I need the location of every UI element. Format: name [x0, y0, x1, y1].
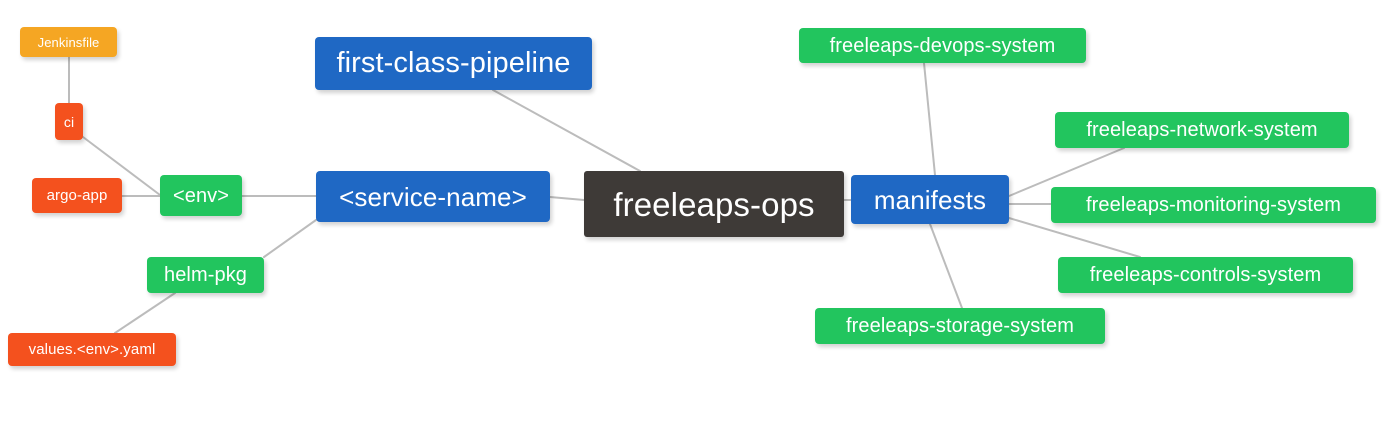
edge-manifests-to-devops-system — [923, 62, 936, 176]
node-values-yaml[interactable]: values.<env>.yaml — [8, 333, 176, 366]
node-label: Jenkinsfile — [37, 34, 100, 50]
node-label: freeleaps-controls-system — [1089, 264, 1322, 286]
node-env[interactable]: <env> — [160, 175, 242, 216]
node-label: freeleaps-ops — [613, 185, 815, 223]
edge-ci-to-env — [82, 136, 161, 196]
node-storage-system[interactable]: freeleaps-storage-system — [815, 308, 1105, 344]
node-label: freeleaps-devops-system — [829, 34, 1056, 57]
node-network-system[interactable]: freeleaps-network-system — [1055, 112, 1349, 148]
node-argo-app[interactable]: argo-app — [32, 178, 122, 213]
node-helm-pkg[interactable]: helm-pkg — [147, 257, 264, 293]
edge-service-name-to-helm-pkg — [263, 219, 317, 258]
node-jenkinsfile[interactable]: Jenkinsfile — [20, 27, 117, 57]
node-devops-system[interactable]: freeleaps-devops-system — [799, 28, 1086, 63]
edge-service-name-to-freeleaps-ops — [549, 196, 585, 201]
node-label: values.<env>.yaml — [28, 341, 156, 358]
node-label: <service-name> — [339, 181, 527, 212]
node-first-class-pipeline[interactable]: first-class-pipeline — [315, 37, 592, 90]
node-label: freeleaps-monitoring-system — [1085, 194, 1341, 216]
node-label: first-class-pipeline — [336, 47, 571, 79]
node-label: argo-app — [46, 187, 108, 204]
edge-manifests-to-storage-system — [929, 223, 963, 309]
node-label: ci — [63, 113, 75, 130]
node-monitoring-system[interactable]: freeleaps-monitoring-system — [1051, 187, 1376, 223]
node-label: <env> — [172, 184, 230, 207]
node-label: manifests — [873, 184, 987, 215]
node-freeleaps-ops[interactable]: freeleaps-ops — [584, 171, 844, 237]
node-controls-system[interactable]: freeleaps-controls-system — [1058, 257, 1353, 293]
edge-helm-pkg-to-values-yaml — [114, 292, 176, 334]
node-service-name[interactable]: <service-name> — [316, 171, 550, 222]
node-ci[interactable]: ci — [55, 103, 83, 140]
node-label: freeleaps-storage-system — [845, 315, 1075, 337]
node-label: freeleaps-network-system — [1086, 119, 1318, 141]
edge-manifests-to-network-system — [1008, 147, 1125, 197]
edge-first-class-pipeline-to-freeleaps-ops — [492, 89, 641, 172]
node-label: helm-pkg — [163, 264, 248, 286]
node-manifests[interactable]: manifests — [851, 175, 1009, 224]
edge-manifests-to-controls-system — [1008, 217, 1141, 258]
